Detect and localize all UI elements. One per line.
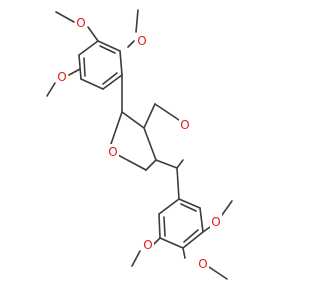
bond [158,213,161,239]
bond [80,78,104,90]
bond [176,159,184,169]
bond [99,45,116,54]
molecule-structure-diagram: O O O O O O O O [46,9,233,280]
atom-label: O [108,145,117,159]
bond [155,159,178,169]
bond [68,68,81,76]
bond [119,50,123,76]
bond [208,266,228,280]
bond [159,237,184,249]
bond [199,207,204,233]
bond [46,82,56,97]
bond [78,40,99,56]
bond [183,229,199,243]
oxygen-atom: O [56,69,68,84]
bond [158,198,180,215]
oxygen-atom: O [142,237,154,252]
bond [202,226,211,233]
bond [221,200,233,216]
atom-label: O [143,238,152,252]
atom-label: O [137,34,146,48]
bond [102,74,123,90]
bond [145,159,157,171]
bond [55,11,75,23]
oxygen-atom: O [107,144,119,159]
bond [102,72,118,85]
bond [117,154,147,171]
oxygen-atom: O [136,33,148,48]
atom-label: O [198,257,207,271]
bond [182,247,186,259]
bond-lines [46,9,233,280]
bond [78,54,82,80]
bond [178,198,201,209]
bond [176,167,180,200]
bond [182,231,204,249]
bond [110,111,123,145]
bond [131,250,141,267]
bond [143,127,157,161]
atom-label: O [57,70,66,84]
bond [97,40,121,52]
atom-labels: O O O O O O O O [56,15,222,271]
bond [127,40,135,48]
bond [87,26,99,42]
bond [153,237,161,245]
oxygen-atom: O [197,256,209,271]
bond [180,203,197,212]
bond [83,57,86,77]
oxygen-atom: O [179,117,191,132]
oxygen-atom: O [75,15,87,30]
bond [163,216,166,237]
bond [143,103,156,129]
atom-label: O [180,118,189,132]
oxygen-atom: O [210,214,222,229]
atom-label: O [76,16,85,30]
bond [154,103,180,121]
bond [135,9,139,33]
bond [121,111,145,129]
atom-label: O [211,215,220,229]
